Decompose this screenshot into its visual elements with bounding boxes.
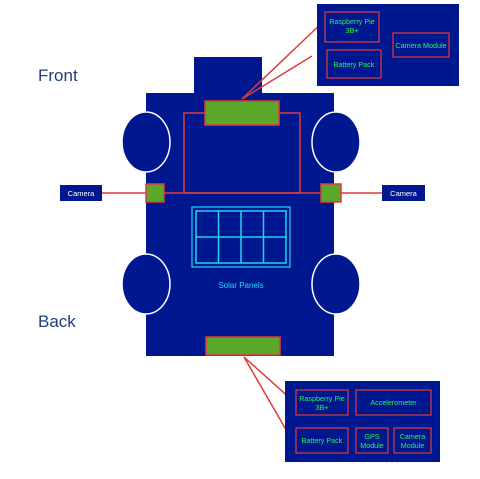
back-accelerometer-box [355, 389, 432, 416]
solar-panel [191, 206, 291, 268]
front-raspberry-pi-line1: Raspberry Pie [329, 17, 375, 26]
camera-left-tag [60, 185, 102, 201]
back-components-panel [285, 381, 440, 462]
camera-right-label: Camera [390, 189, 418, 198]
chassis [146, 93, 334, 356]
front-battery-pack-box [326, 49, 382, 79]
right-camera-block [320, 183, 342, 203]
front-raspberry-pi-box [324, 11, 380, 43]
front-label: Front [38, 66, 78, 85]
back-raspberry-pi-line2: 3B+ [316, 403, 329, 412]
wheel-back-left [121, 253, 171, 315]
back-component-block [205, 336, 281, 356]
wheel-front-right [311, 111, 361, 173]
back-label: Back [38, 312, 76, 331]
back-raspberry-pi-line1: Raspberry Pie [299, 394, 345, 403]
front-camera-module-box [392, 32, 450, 58]
wheel-back-right [311, 253, 361, 315]
back-battery-pack-label: Battery Pack [302, 436, 343, 445]
back-accelerometer-label: Accelerometer [370, 398, 417, 407]
front-raspberry-pi-line2: 3B+ [346, 26, 359, 35]
camera-left-label: Camera [68, 189, 96, 198]
back-callout-line-2 [243, 356, 293, 441]
back-camera-line1: Camera [400, 432, 426, 441]
front-battery-pack-label: Battery Pack [334, 60, 375, 69]
back-gps-line1: GPS [364, 432, 379, 441]
back-battery-pack-box [295, 427, 349, 454]
wheel-front-left [121, 111, 171, 173]
back-camera-module-box [393, 427, 432, 454]
top-sensor-block [194, 57, 262, 93]
back-raspberry-pi-box [295, 389, 349, 416]
back-gps-line2: Module [360, 441, 384, 450]
front-callout-line-2 [241, 55, 313, 100]
front-component-block [204, 100, 280, 126]
back-callout-line-1 [243, 356, 293, 401]
left-camera-block [145, 183, 165, 203]
back-gps-module-box [355, 427, 389, 454]
solar-panels-label: Solar Panels [218, 281, 263, 290]
front-camera-module-label: Camera Module [395, 41, 446, 50]
camera-right-tag [382, 185, 425, 201]
front-callout-line-1 [241, 19, 326, 100]
front-components-panel [317, 4, 459, 86]
back-camera-line2: Module [401, 441, 425, 450]
